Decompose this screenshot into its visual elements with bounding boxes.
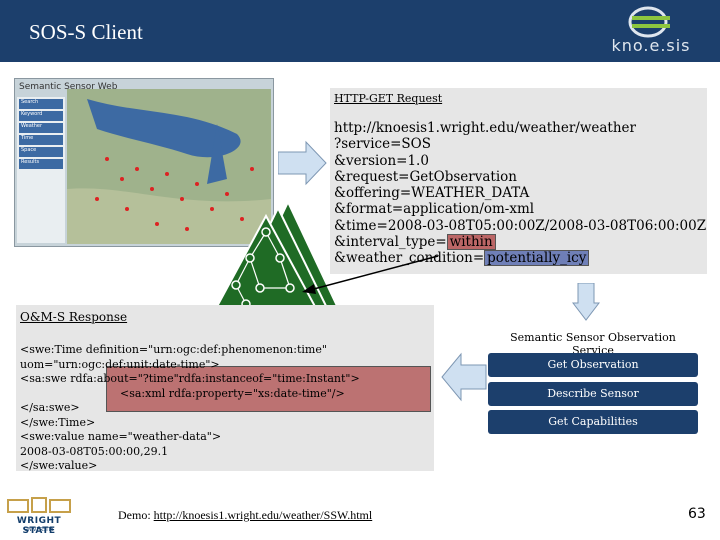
university-name: WRIGHT STATE	[16, 516, 62, 536]
weather-value-highlight: potentially_icy	[484, 250, 590, 267]
interval-value-highlight: within	[446, 234, 496, 251]
screenshot-title: Semantic Sensor Web	[19, 82, 118, 92]
logo-text: kno.e.sis	[611, 36, 691, 55]
demo-link[interactable]: http://knoesis1.wright.edu/weather/SSW.h…	[153, 508, 373, 522]
http-request-label: HTTP-GET Request	[334, 92, 443, 105]
response-line: uom="urn:ogc:def:unit:date-time">	[20, 357, 220, 371]
http-request-lines: http://knoesis1.wright.edu/weather/weath…	[334, 120, 706, 267]
response-line: <swe:value name="weather-data">	[20, 430, 222, 443]
get-capabilities-button[interactable]: Get Capabilities	[488, 410, 698, 434]
panel-item: Keyword	[19, 111, 63, 121]
ssw-screenshot: Semantic Sensor Web Search Keyword Weath…	[14, 78, 274, 247]
left-arrow-icon	[441, 352, 487, 402]
request-line: &request=GetObservation	[334, 168, 517, 185]
response-line: </swe:Time>	[20, 415, 96, 429]
get-observation-button[interactable]: Get Observation	[488, 353, 698, 377]
right-arrow-icon	[278, 140, 327, 186]
knoesis-e-icon	[628, 6, 670, 38]
wright-state-emblem-icon	[7, 497, 71, 513]
request-line: &time=2008-03-08T05:00:00Z/2008-03-08T06…	[334, 217, 707, 234]
request-line-weather: &weather_condition=potentially_icy	[334, 250, 706, 267]
panel-item: Search	[19, 99, 63, 109]
request-line: ?service=SOS	[334, 136, 431, 153]
http-request-box: HTTP-GET Request http://knoesis1.wright.…	[330, 88, 707, 274]
om-response-lines: <swe:Time definition="urn:ogc:def:phenom…	[20, 343, 360, 474]
request-line: &version=1.0	[334, 152, 429, 169]
panel-item: Results	[19, 159, 63, 169]
describe-sensor-button[interactable]: Describe Sensor	[488, 382, 698, 406]
response-line: <swe:Time definition="urn:ogc:def:phenom…	[20, 343, 327, 356]
down-arrow-icon	[572, 283, 600, 321]
weather-prefix: &weather_condition=	[334, 250, 485, 267]
response-line: </swe:value>	[20, 459, 98, 472]
om-response-label: O&M-S Response	[20, 310, 128, 324]
thin-arrow-icon	[302, 255, 439, 294]
wright-state-logo: WRIGHT STATE UNIVERSITY	[4, 496, 74, 536]
header-bar: SOS-S Client kno.e.sis	[0, 0, 720, 62]
panel-item: Time	[19, 135, 63, 145]
page-number: 63	[688, 506, 706, 522]
map-graphic	[67, 99, 271, 244]
panel-item: Space	[19, 147, 63, 157]
response-line: <sa:swe rdfa:about="?time"rdfa:instanceo…	[20, 372, 360, 385]
interval-prefix: &interval_type=	[334, 234, 447, 251]
demo-prefix: Demo:	[118, 508, 151, 522]
slide-title: SOS-S Client	[29, 20, 143, 44]
request-line-interval: &interval_type=within	[334, 234, 706, 251]
sensor-map	[67, 89, 271, 244]
request-line: http://knoesis1.wright.edu/weather/weath…	[334, 120, 636, 136]
response-line: </sa:swe>	[20, 401, 80, 414]
screenshot-panel: Search Keyword Weather Time Space Result…	[17, 97, 65, 243]
rdfa-highlight	[106, 366, 431, 412]
semantic-network-triangles	[212, 200, 340, 312]
om-response-box: O&M-S Response <swe:Time definition="urn…	[16, 305, 434, 474]
demo-line: Demo: http://knoesis1.wright.edu/weather…	[118, 508, 372, 523]
knoesis-logo: kno.e.sis	[590, 6, 712, 58]
request-line: &format=application/om-xml	[334, 201, 535, 218]
university-sub: UNIVERSITY	[24, 527, 54, 533]
response-line: 2008-03-08T05:00:00,29.1	[20, 444, 169, 458]
request-line: &offering=WEATHER_DATA	[334, 185, 530, 202]
response-line: <sa:xml rdfa:property="xs:date-time"/>	[120, 386, 345, 400]
panel-item: Weather	[19, 123, 63, 133]
